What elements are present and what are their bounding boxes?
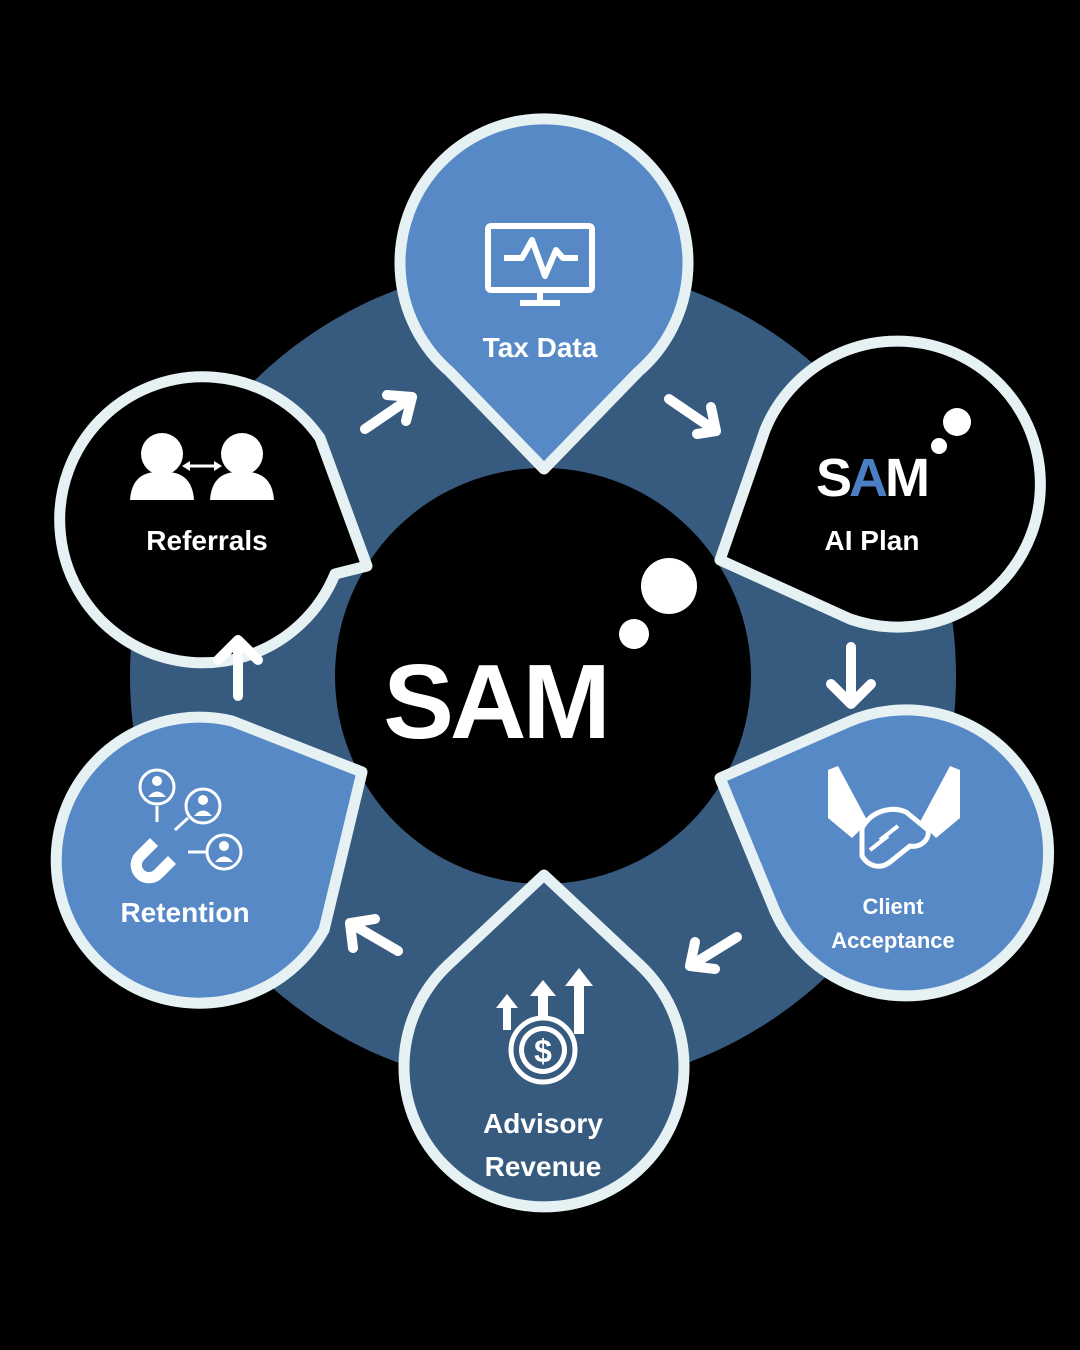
arrow-referrals-to-tax-data [360, 390, 417, 434]
magnet-people-icon [130, 768, 243, 884]
ai-logo-bubble-small [931, 438, 947, 454]
referrals-shape [54, 371, 373, 669]
people-exchange-icon [130, 433, 274, 500]
step-referrals: Referrals [54, 371, 373, 669]
referrals-label: Referrals [146, 525, 267, 556]
step-advisory-revenue: $ Advisory Revenue [398, 869, 690, 1213]
logo-bubble-small [619, 619, 649, 649]
step-client-acceptance: Client Acceptance [714, 704, 1055, 1002]
cycle-arrows [213, 390, 876, 974]
dollar-growth-icon: $ [496, 968, 593, 1085]
center-logo-text: SAM [383, 643, 607, 761]
ai-logo-bubble-large [943, 408, 971, 436]
arrow-retention-to-referrals [213, 635, 263, 701]
handshake-icon [828, 766, 960, 869]
retention-label: Retention [120, 897, 249, 928]
svg-text:$: $ [534, 1033, 552, 1069]
client-acceptance-label-line2: Acceptance [831, 928, 955, 953]
step-retention: Retention [50, 711, 368, 1009]
tax-data-shape [394, 113, 694, 475]
ai-plan-label: AI Plan [825, 525, 920, 556]
advisory-revenue-label-line1: Advisory [483, 1108, 603, 1139]
ai-logo-m: M [885, 448, 927, 508]
arrow-client-acceptance-to-advisory-revenue [685, 932, 742, 974]
center-sam-logo: SAM [383, 558, 697, 761]
advisory-revenue-label-line2: Revenue [485, 1151, 602, 1182]
svg-text:SAM: SAM [816, 448, 927, 508]
arrow-ai-plan-to-client-acceptance [826, 642, 876, 709]
sam-logo-icon: SAM [816, 408, 971, 508]
ai-logo-s: S [816, 448, 850, 508]
tax-data-label: Tax Data [483, 332, 598, 363]
arrow-advisory-revenue-to-retention [345, 914, 403, 956]
step-tax-data: Tax Data [394, 113, 694, 475]
client-acceptance-label-line1: Client [862, 894, 924, 919]
arrow-tax-data-to-ai-plan [664, 394, 721, 439]
ai-logo-a: A [849, 448, 887, 508]
logo-bubble-large [641, 558, 697, 614]
step-ai-plan: SAM AI Plan [714, 335, 1046, 633]
monitor-heartbeat-icon [485, 223, 595, 306]
